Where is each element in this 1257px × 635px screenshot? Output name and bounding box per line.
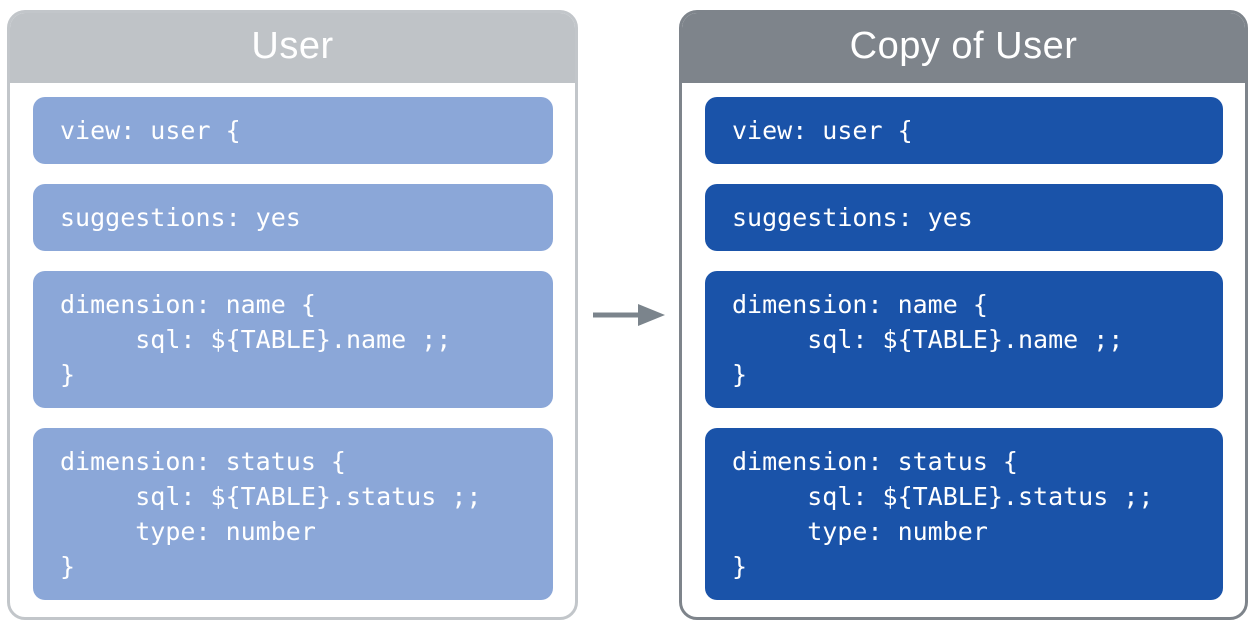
arrow-right-icon [592, 302, 666, 328]
panel-copy-of-user: Copy of User view: user { suggestions: y… [679, 10, 1248, 620]
panel-user-header: User [10, 13, 575, 83]
code-block-dimension-name: dimension: name { sql: ${TABLE}.name ;; … [705, 271, 1223, 408]
code-line: dimension: name { [732, 290, 988, 319]
code-line: sql: ${TABLE}.status ;; [732, 482, 1154, 511]
code-line: type: number [732, 517, 988, 546]
panel-user: User view: user { suggestions: yes dimen… [7, 10, 578, 620]
code-line: type: number [60, 517, 316, 546]
code-line: view: user { [732, 116, 913, 145]
code-line: sql: ${TABLE}.name ;; [732, 325, 1124, 354]
code-line: suggestions: yes [732, 203, 973, 232]
code-line: dimension: status { [732, 447, 1018, 476]
code-block-dimension-status: dimension: status { sql: ${TABLE}.status… [33, 428, 553, 600]
code-line: view: user { [60, 116, 241, 145]
panel-title: Copy of User [849, 25, 1078, 67]
code-line: } [732, 552, 748, 581]
code-block-dimension-name: dimension: name { sql: ${TABLE}.name ;; … [33, 271, 553, 408]
code-line: suggestions: yes [60, 203, 301, 232]
panel-copy-of-user-header: Copy of User [682, 13, 1245, 83]
code-line: dimension: name { [60, 290, 316, 319]
code-line: sql: ${TABLE}.name ;; [60, 325, 452, 354]
code-line: } [60, 360, 76, 389]
code-line: } [732, 360, 748, 389]
panel-title: User [251, 25, 334, 67]
code-block-view: view: user { [33, 97, 553, 164]
code-line: dimension: status { [60, 447, 346, 476]
code-block-dimension-status: dimension: status { sql: ${TABLE}.status… [705, 428, 1223, 600]
code-block-suggestions: suggestions: yes [705, 184, 1223, 251]
panel-copy-of-user-body: view: user { suggestions: yes dimension:… [682, 83, 1245, 600]
code-line: sql: ${TABLE}.status ;; [60, 482, 482, 511]
code-line: } [60, 552, 76, 581]
code-block-suggestions: suggestions: yes [33, 184, 553, 251]
code-block-view: view: user { [705, 97, 1223, 164]
panel-user-body: view: user { suggestions: yes dimension:… [10, 83, 575, 600]
